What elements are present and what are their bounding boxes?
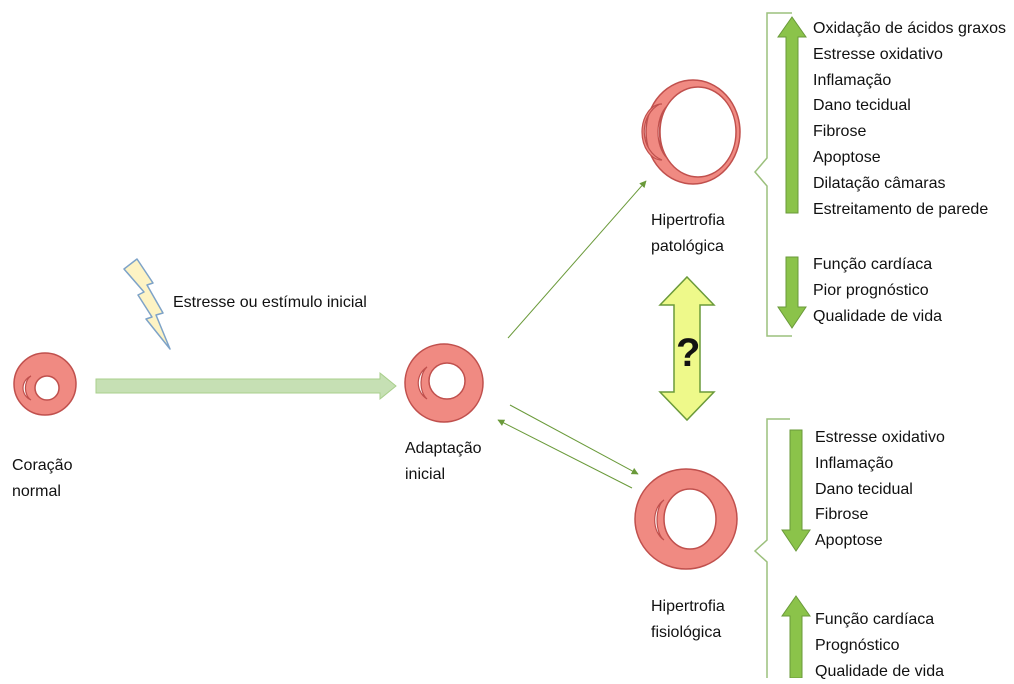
list-item: Qualidade de vida	[813, 307, 942, 325]
stimulus-label: Estresse ou estímulo inicial	[173, 294, 367, 311]
normal-heart-label-line-2: normal	[12, 482, 61, 500]
list-item: Inflamação	[815, 454, 894, 472]
pathological-label: Hipertrofia patológica	[651, 208, 725, 259]
list-item: Estreitamento de parede	[813, 200, 989, 218]
list-item: Qualidade de vida	[815, 662, 944, 680]
initial-adaptation-label-line-1: Adaptação	[405, 440, 482, 457]
physiological-increased-list: Função cardíaca Prognóstico Qualidade de…	[815, 607, 944, 684]
pathological-decrease-arrow-down-icon	[777, 256, 807, 329]
arrow-to-pathological	[507, 180, 647, 339]
initial-adaptation-label: Adaptação inicial	[405, 436, 482, 487]
list-item: Estresse oxidativo	[813, 45, 943, 63]
physiological-label-line-2: fisiológica	[651, 623, 722, 641]
pathological-label-line-1: Hipertrofia	[651, 212, 725, 229]
list-item: Prognóstico	[815, 636, 900, 654]
main-arrow	[95, 371, 397, 401]
normal-heart-label: Coração normal	[12, 453, 72, 504]
initial-adaptation-label-line-2: inicial	[405, 465, 446, 483]
list-item: Oxidação de ácidos graxos	[813, 20, 1006, 37]
pathological-increased-list: Oxidação de ácidos graxos Estresse oxida…	[813, 16, 1006, 222]
normal-heart-icon	[13, 352, 77, 416]
physiological-heart-icon	[634, 468, 738, 570]
physiological-decreased-list: Estresse oxidativo Inflamação Dano tecid…	[815, 425, 945, 554]
physiological-bracket	[753, 418, 790, 678]
initial-adaptation-heart-icon	[404, 343, 484, 423]
list-item: Fibrose	[813, 123, 867, 141]
physiological-increase-arrow-up-icon	[781, 595, 811, 678]
arrow-back-to-adaptation	[497, 419, 633, 489]
pathological-bracket	[754, 12, 792, 337]
list-item: Função cardíaca	[813, 256, 933, 273]
list-item: Fibrose	[815, 506, 869, 524]
list-item: Dano tecidual	[813, 97, 911, 115]
physiological-label-line-1: Hipertrofia	[651, 598, 725, 615]
arrow-to-physiological	[509, 404, 639, 475]
pathological-decreased-list: Função cardíaca Pior prognóstico Qualida…	[813, 252, 942, 329]
pathological-increase-arrow-up-icon	[777, 16, 807, 214]
list-item: Apoptose	[815, 532, 883, 550]
list-item: Pior prognóstico	[813, 281, 929, 299]
physiological-decrease-arrow-down-icon	[781, 429, 811, 552]
list-item: Função cardíaca	[815, 611, 935, 628]
question-mark: ?	[676, 331, 701, 375]
pathological-label-line-2: patológica	[651, 237, 724, 255]
list-item: Dano tecidual	[815, 480, 913, 498]
list-item: Apoptose	[813, 148, 881, 166]
list-item: Inflamação	[813, 71, 892, 89]
pathological-heart-icon	[641, 79, 741, 185]
normal-heart-label-line-1: Coração	[12, 457, 73, 474]
lightning-bolt-icon	[123, 258, 171, 350]
list-item: Dilatação câmaras	[813, 174, 946, 192]
physiological-label: Hipertrofia fisiológica	[651, 594, 725, 645]
double-arrow-icon	[658, 275, 716, 422]
list-item: Estresse oxidativo	[815, 429, 945, 446]
